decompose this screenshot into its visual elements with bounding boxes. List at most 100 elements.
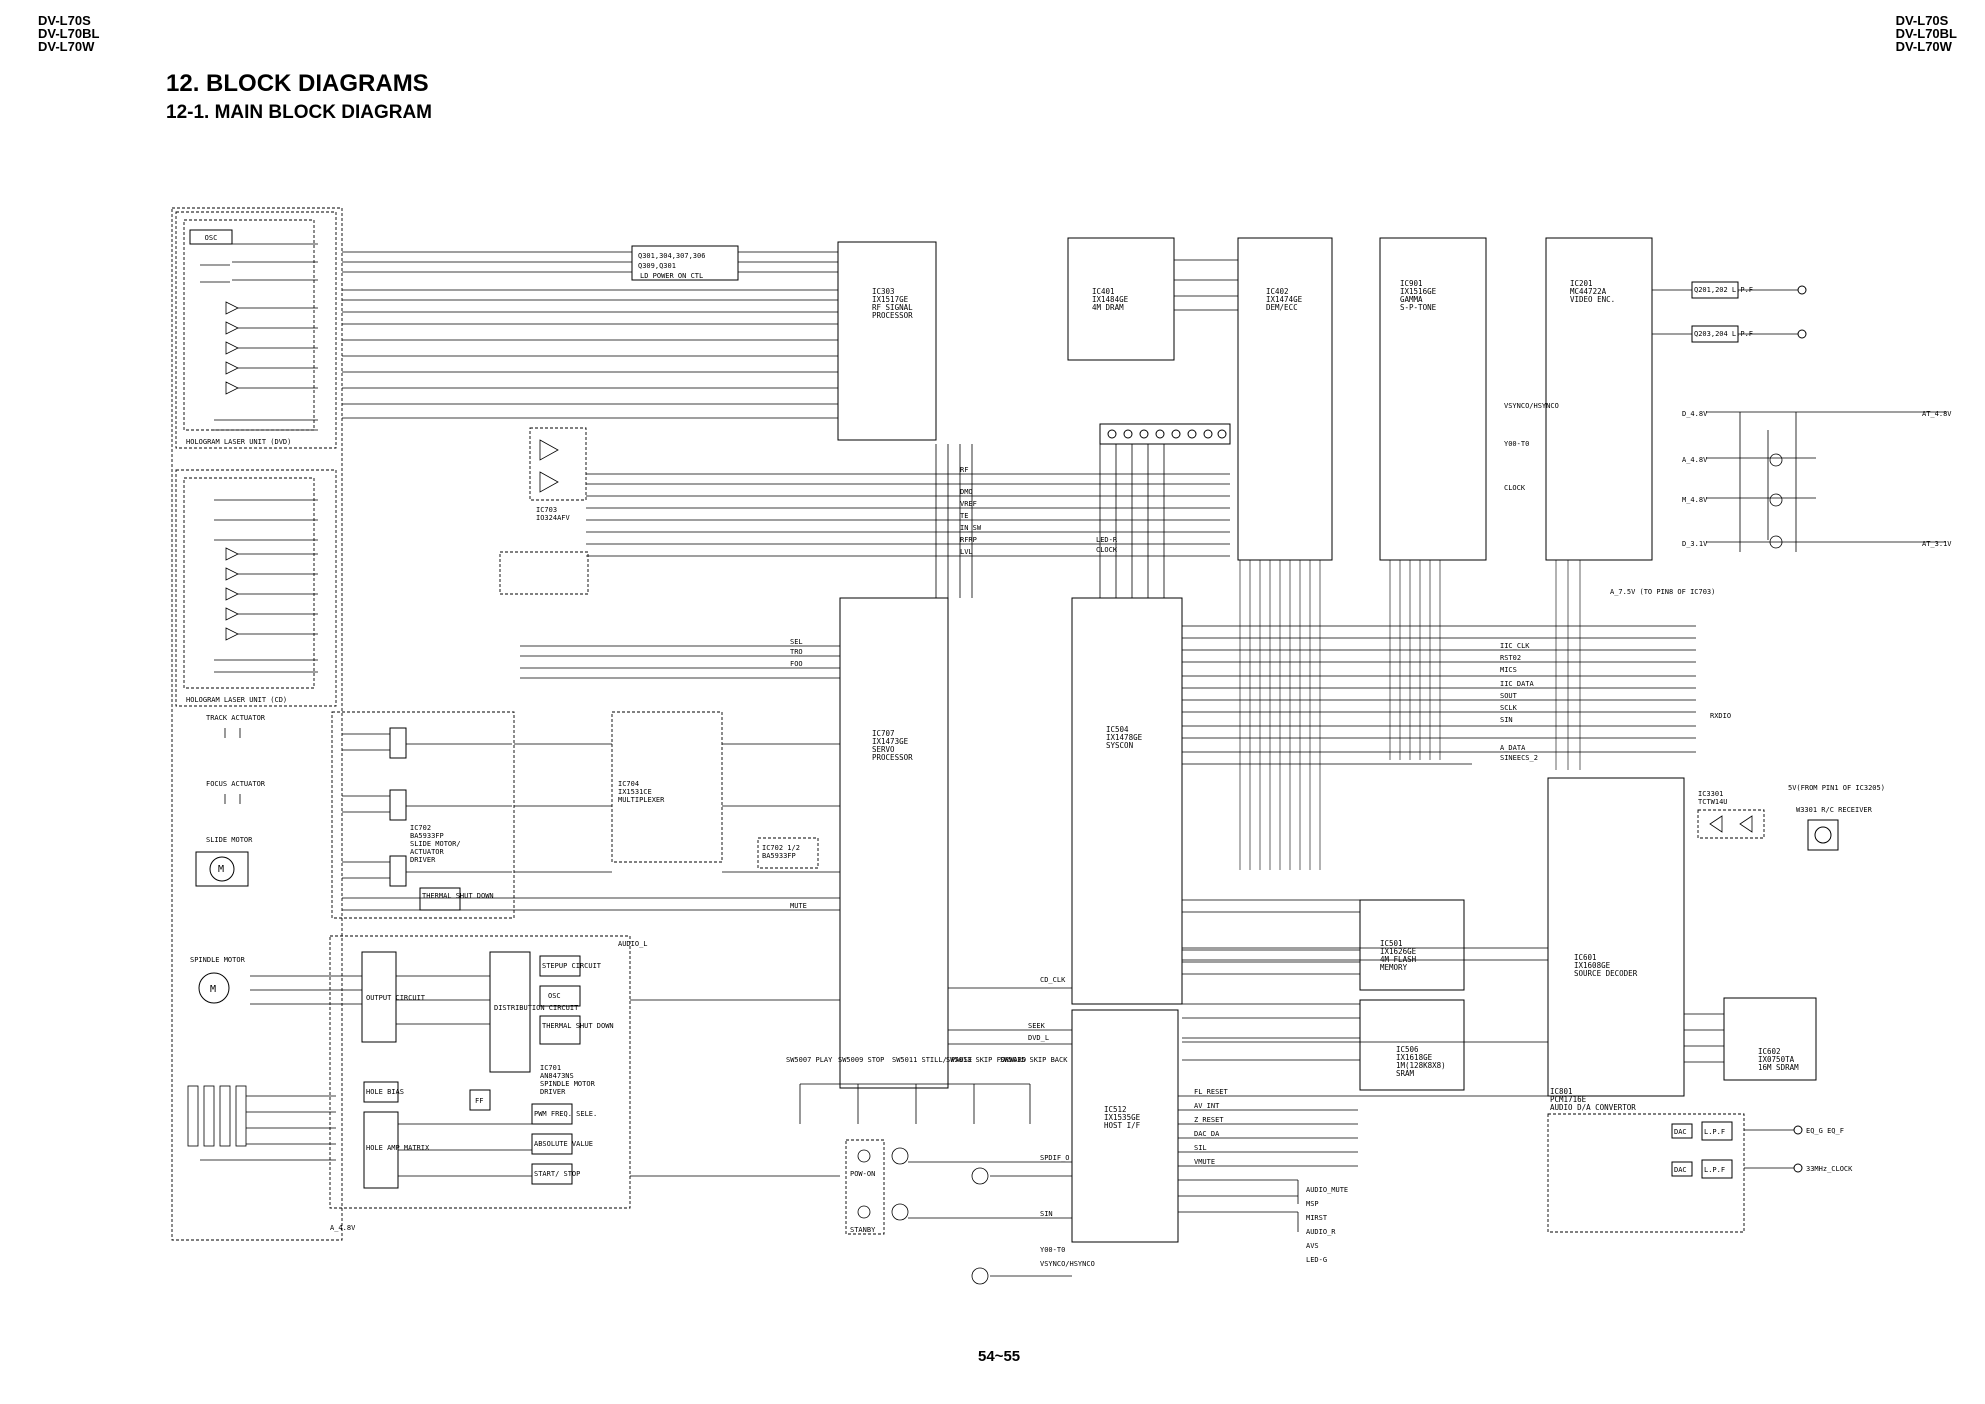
svg-text:SRAM: SRAM <box>1396 1069 1415 1078</box>
ic702-driver: IC702 BA5933FP SLIDE MOTOR/ ACTUATOR DRI… <box>331 711 515 919</box>
svg-text:IC201: IC201 <box>1570 279 1593 288</box>
svg-text:IC703: IC703 <box>536 506 557 514</box>
signal-label: LED-G <box>1306 1256 1327 1264</box>
signal-label: AUDIO_L <box>618 940 648 948</box>
signal-label: CD_CLK <box>1040 976 1066 984</box>
osc-label: OSC <box>205 234 218 242</box>
signal-label: RF <box>960 466 968 474</box>
signal-label: SIN <box>1040 1210 1053 1218</box>
svg-text:PROCESSOR: PROCESSOR <box>872 311 913 320</box>
supply-label: AT_3.1V <box>1922 540 1952 548</box>
svg-text:ACTUATOR: ACTUATOR <box>410 848 445 856</box>
svg-text:4M DRAM: 4M DRAM <box>1092 303 1124 312</box>
signal-label: MSP <box>1306 1200 1319 1208</box>
ic303-rf-processor: IC303 IX1517GE RF SIGNAL PROCESSOR <box>342 241 937 441</box>
ic702-opamp-half <box>757 837 819 869</box>
svg-text:Q301,304,307,306: Q301,304,307,306 <box>638 252 705 260</box>
svg-text:SOURCE DECODER: SOURCE DECODER <box>1574 969 1638 978</box>
signal-label: Z_RESET <box>1194 1116 1224 1124</box>
svg-text:IC501: IC501 <box>1380 939 1403 948</box>
svg-text:TRACK ACTUATOR: TRACK ACTUATOR <box>206 714 266 722</box>
svg-text:THERMAL SHUT DOWN: THERMAL SHUT DOWN <box>422 892 494 900</box>
note-label: A_7.5V (TO PIN8 OF IC703) <box>1610 588 1715 596</box>
svg-text:IX0750TA: IX0750TA <box>1758 1055 1795 1064</box>
supply-label: D_3.1V <box>1682 540 1708 548</box>
ic801-audio-dac: IC801 PCM1716E AUDIO D/A CONVERTOR DAC D… <box>1547 1087 1803 1233</box>
svg-text:IX1535GE: IX1535GE <box>1104 1113 1141 1122</box>
svg-text:L.P.F: L.P.F <box>1704 1128 1725 1136</box>
signal-label: SPDIF_O <box>1040 1154 1070 1162</box>
ic512-host-if: IC512 IX1535GE HOST I/F <box>1071 1009 1179 1243</box>
svg-text:IC504: IC504 <box>1106 725 1129 734</box>
memory-bus <box>1182 899 1360 1061</box>
svg-text:IX1531CE: IX1531CE <box>618 788 652 796</box>
svg-text:SPINDLE MOTOR: SPINDLE MOTOR <box>540 1080 596 1088</box>
cd-laser-unit: HOLOGRAM LASER UNIT (CD) <box>175 469 337 707</box>
svg-text:PROCESSOR: PROCESSOR <box>872 753 913 762</box>
ic402-dem-ecc: IC402 IX1474GE DEM/ECC <box>1237 237 1333 561</box>
dvd-laser-label: HOLOGRAM LASER UNIT (DVD) <box>186 438 291 446</box>
signal-label: SCLK <box>1500 704 1518 712</box>
ic602-sdram: IC602 IX0750TA 16M SDRAM <box>1684 997 1817 1081</box>
front-panel-switches <box>799 1083 1031 1124</box>
svg-text:IC801: IC801 <box>1550 1087 1573 1096</box>
signal-label: CLOCK <box>1096 546 1118 554</box>
svg-text:IC704: IC704 <box>618 780 639 788</box>
syscon-bus <box>1182 625 1696 765</box>
ic504-syscon: IC504 IX1478GE SYSCON <box>1071 597 1183 1005</box>
switch-label: SW5015 SKIP BACK <box>1000 1056 1068 1064</box>
led-label: STANBY <box>850 1226 876 1234</box>
ic701-spindle-driver: OUTPUT CIRCUIT DISTRIBUTION CIRCUIT STEP… <box>250 935 840 1209</box>
ld-power-block: Q301,304,307,306 Q309,Q301 LD POWER ON C… <box>342 245 838 281</box>
signal-label: SEL <box>790 638 803 646</box>
svg-text:W3301 R/C RECEIVER: W3301 R/C RECEIVER <box>1796 806 1873 814</box>
svg-text:M: M <box>218 864 224 875</box>
svg-text:L.P.F: L.P.F <box>1704 1166 1725 1174</box>
signal-label: VREF <box>960 500 977 508</box>
svg-text:MEMORY: MEMORY <box>1380 963 1408 972</box>
hall-sensors <box>187 1085 336 1161</box>
host-signal-lines <box>1178 1095 1558 1232</box>
ic704-multiplexer: IC704 IX1531CE MULTIPLEXER <box>611 711 723 863</box>
signal-label: Y00-T0 <box>1040 1246 1065 1254</box>
svg-text:IC707: IC707 <box>872 729 895 738</box>
signal-label: SIN <box>1500 716 1513 724</box>
svg-text:DAC: DAC <box>1674 1128 1687 1136</box>
supply-label: AT_4.8V <box>1922 410 1952 418</box>
svg-text:SERVO: SERVO <box>872 745 895 754</box>
svg-text:4M FLASH: 4M FLASH <box>1380 955 1417 964</box>
svg-text:THERMAL SHUT DOWN: THERMAL SHUT DOWN <box>542 1022 614 1030</box>
svg-text:IO324AFV: IO324AFV <box>536 514 571 522</box>
svg-text:IC701: IC701 <box>540 1064 561 1072</box>
svg-text:OUTPUT CIRCUIT: OUTPUT CIRCUIT <box>366 994 426 1002</box>
power-switch-cluster <box>1706 411 1946 552</box>
signal-label: SOUT <box>1500 692 1518 700</box>
led-driver <box>845 1139 1072 1285</box>
svg-text:DRIVER: DRIVER <box>540 1088 566 1096</box>
interconnect-lines <box>935 444 1548 1045</box>
servo-drive-lines <box>342 645 840 911</box>
svg-text:16M SDRAM: 16M SDRAM <box>1758 1063 1799 1072</box>
signal-label: IIC_DATA <box>1500 680 1535 688</box>
audio-l-output: EQ_G EQ_F <box>1806 1127 1844 1135</box>
svg-text:FF: FF <box>475 1097 483 1105</box>
switch-label: SW5007 PLAY <box>786 1056 833 1064</box>
ic702b-part: BA5933FP <box>762 852 796 860</box>
signal-label: FOO <box>790 660 803 668</box>
rf-signal-bus <box>586 473 1230 557</box>
page-title: 12. BLOCK DIAGRAMS <box>166 70 429 97</box>
data-bus-vertical <box>1239 560 1581 870</box>
signal-label: MUTE <box>790 902 807 910</box>
svg-text:RF SIGNAL: RF SIGNAL <box>872 303 913 312</box>
model-name: DV-L70S <box>38 13 91 28</box>
supply-label: A_4.8V <box>330 1224 356 1232</box>
svg-text:IC401: IC401 <box>1092 287 1115 296</box>
signal-label: IN_SW <box>960 524 982 532</box>
svg-text:Q203,204 L.P.F: Q203,204 L.P.F <box>1694 330 1753 338</box>
svg-text:FOCUS ACTUATOR: FOCUS ACTUATOR <box>206 780 266 788</box>
signal-label: CLOCK <box>1504 484 1526 492</box>
signal-label: RXDIO <box>1710 712 1731 720</box>
led-label: POW-ON <box>850 1170 875 1178</box>
svg-text:HOLE AMP MATRIX: HOLE AMP MATRIX <box>366 1144 430 1152</box>
svg-text:LD POWER ON CTL: LD POWER ON CTL <box>640 272 703 280</box>
